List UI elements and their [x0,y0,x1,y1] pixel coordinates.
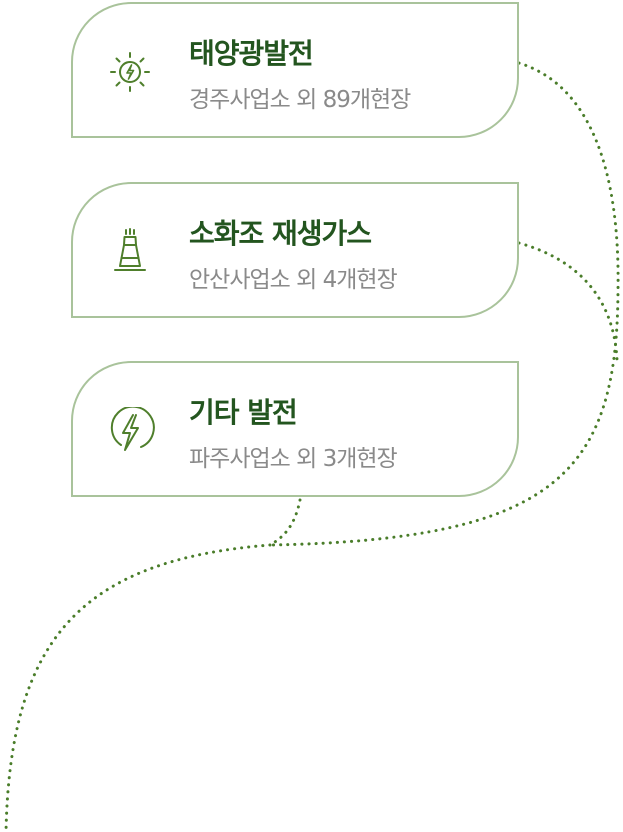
card-subtitle: 안산사업소 외 4개현장 [189,267,398,293]
connector-other [268,498,302,547]
lightning-icon [110,407,155,451]
card-other-generation[interactable]: 기타 발전 파주사업소 외 3개현장 [71,361,519,497]
connector-solar [268,61,620,547]
connector-main [4,543,272,832]
card-subtitle: 경주사업소 외 89개현장 [189,87,411,113]
sun-icon [110,52,150,92]
card-solar[interactable]: 태양광발전 경주사업소 외 89개현장 [71,2,519,138]
card-title: 소화조 재생가스 [189,217,372,250]
card-digester-gas[interactable]: 소화조 재생가스 안산사업소 외 4개현장 [71,182,519,318]
card-title: 기타 발전 [189,396,298,429]
card-subtitle: 파주사업소 외 3개현장 [189,446,398,472]
connector-gas [517,241,619,362]
chimney-icon [114,228,146,271]
card-title: 태양광발전 [189,37,314,70]
